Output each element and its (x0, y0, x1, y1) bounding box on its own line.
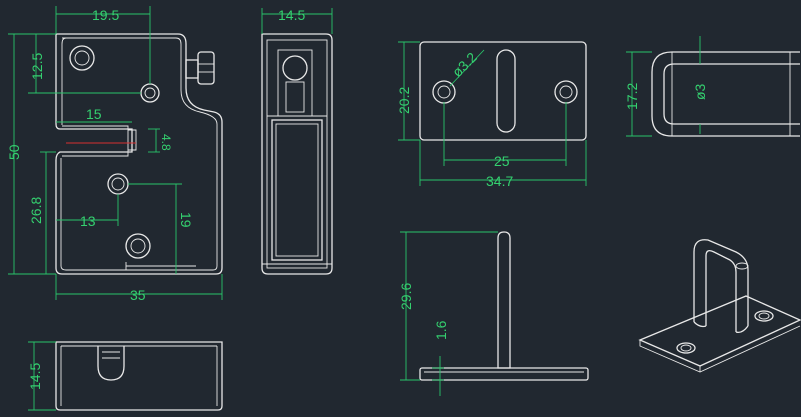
dim-front-slot-offset: 15 (86, 106, 102, 122)
dim-front-slot-height: 4.8 (159, 134, 173, 151)
dim-front-total-height: 50 (6, 144, 22, 160)
front-view-dimensions: 19.5 12.5 15 4.8 50 26.8 13 19 35 (6, 6, 223, 303)
pin-front-view: 29.6 1.6 (398, 231, 589, 396)
dim-pin-side-height: 17.2 (624, 83, 640, 110)
dim-pin-dia: ø3 (692, 83, 708, 100)
dim-side-width: 14.5 (278, 7, 305, 23)
dim-front-total-width: 35 (130, 287, 146, 303)
isometric-view (638, 239, 801, 373)
dim-plate-length: 34.7 (486, 173, 513, 189)
dim-front-hole-y: 19 (178, 212, 194, 228)
dim-plate-hole-dia: ø3.2 (449, 49, 480, 80)
bottom-view: 14.5 (27, 341, 223, 411)
dim-bottom-height: 14.5 (27, 363, 43, 390)
dim-plate-hole-spacing: 25 (494, 153, 510, 169)
front-view (55, 33, 223, 275)
dim-front-hole-from-top: 12.5 (29, 53, 45, 80)
dim-plate-height: 20.2 (396, 87, 412, 114)
side-view: 14.5 (261, 7, 333, 275)
dim-front-hole-x: 13 (80, 213, 96, 229)
pin-side-view: 17.2 ø3 (624, 36, 800, 137)
dim-front-lower-height: 26.8 (28, 197, 44, 224)
plate-top-view: 20.2 ø3.2 25 34.7 (396, 41, 587, 189)
dim-front-width-top: 19.5 (92, 7, 119, 23)
dim-pin-total-height: 29.6 (398, 283, 414, 310)
dim-plate-thickness: 1.6 (433, 320, 449, 340)
